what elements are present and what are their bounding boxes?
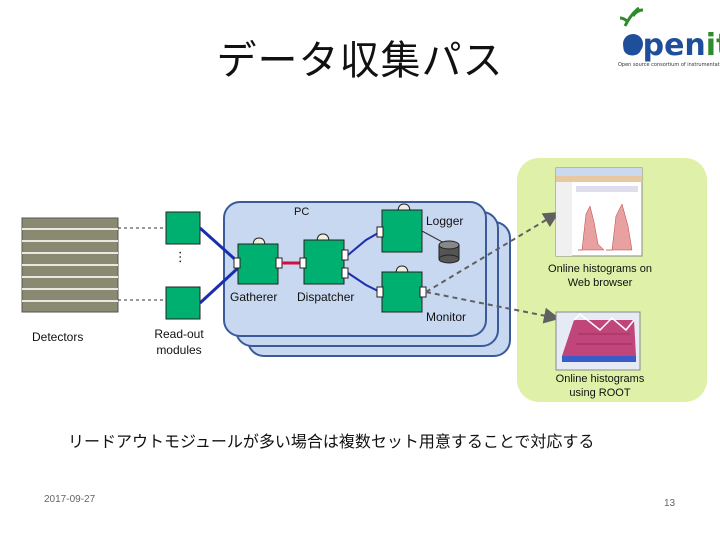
page-number: 13 <box>664 498 676 509</box>
slide-date: 2017-09-27 <box>44 494 96 505</box>
gatherer-module <box>233 237 283 285</box>
pc-label: PC <box>294 206 310 218</box>
gatherer-label: Gatherer <box>230 290 278 304</box>
web-histogram-label: Online histograms on Web browser <box>548 263 652 289</box>
logger-label: Logger <box>426 214 464 228</box>
dispatcher-module <box>299 233 349 285</box>
readout-label: Read-out modules <box>154 327 204 357</box>
readout-module-bottom <box>165 286 201 320</box>
slide-caption: リードアウトモジュールが多い場合は複数セット用意することで対応する <box>68 432 595 451</box>
dispatcher-label: Dispatcher <box>297 290 355 304</box>
readout-module-top <box>165 211 201 245</box>
detectors-label: Detectors <box>32 330 84 344</box>
slide-title: データ収集パス <box>216 38 504 84</box>
dispatcher-logger-link <box>347 231 381 256</box>
monitor-label: Monitor <box>426 310 467 324</box>
logo-tagline: Open source consortium of instrumentatio… <box>618 62 720 68</box>
monitor-module <box>376 265 427 313</box>
root-histogram-thumbnail <box>555 311 641 371</box>
monitor-root-arrow <box>425 291 560 324</box>
logger-module <box>376 203 447 253</box>
root-histogram-label: Online histograms using ROOT <box>555 373 645 399</box>
logo-word-open: open <box>622 28 706 63</box>
web-browser-thumbnail <box>555 167 643 257</box>
readout-ellipsis: … <box>168 250 184 264</box>
disk-icon <box>438 240 460 264</box>
logo-word-it: it <box>705 28 720 63</box>
logo-wordmark: openit <box>622 28 720 63</box>
monitor-web-arrow <box>425 211 560 293</box>
readout-gatherer-link-top <box>198 226 240 264</box>
readout-gatherer-link-bottom <box>198 266 240 305</box>
dispatcher-monitor-link <box>347 272 381 293</box>
detectors-stack <box>21 217 119 313</box>
